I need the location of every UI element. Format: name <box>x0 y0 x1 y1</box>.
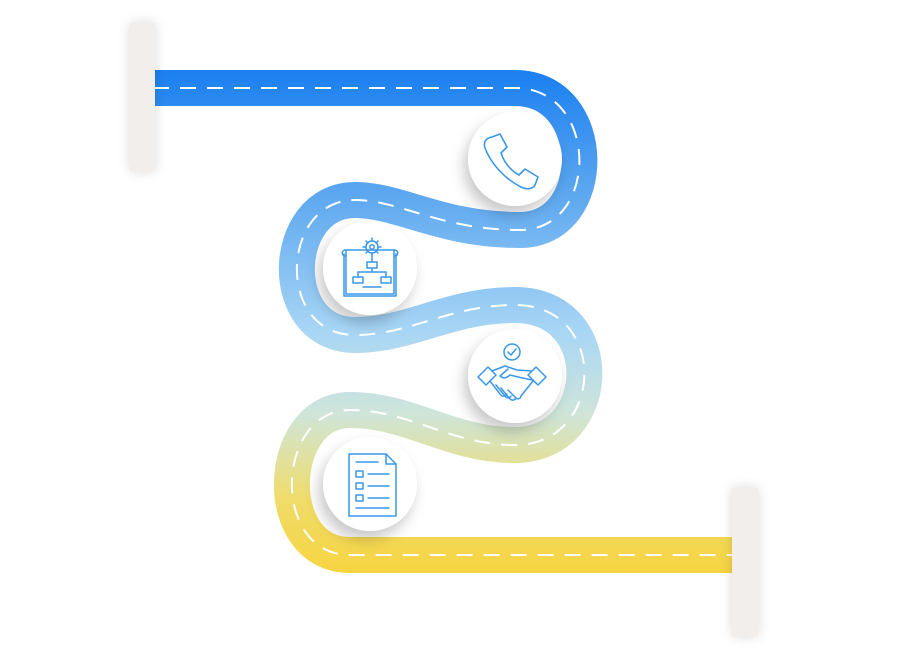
milestone-3 <box>468 329 562 423</box>
end-post <box>732 488 758 636</box>
milestone-1 <box>468 112 562 206</box>
road-center-line <box>150 87 735 556</box>
document-checklist-icon <box>348 453 397 517</box>
handshake-check-icon <box>477 343 547 401</box>
start-post <box>130 23 155 171</box>
blueprint-gear-icon <box>341 237 399 297</box>
milestone-circle <box>323 437 417 531</box>
road-path <box>150 70 735 573</box>
phone-icon <box>483 133 539 190</box>
milestone-circle <box>468 112 562 206</box>
milestone-4 <box>323 437 417 531</box>
milestone-2 <box>323 221 417 315</box>
